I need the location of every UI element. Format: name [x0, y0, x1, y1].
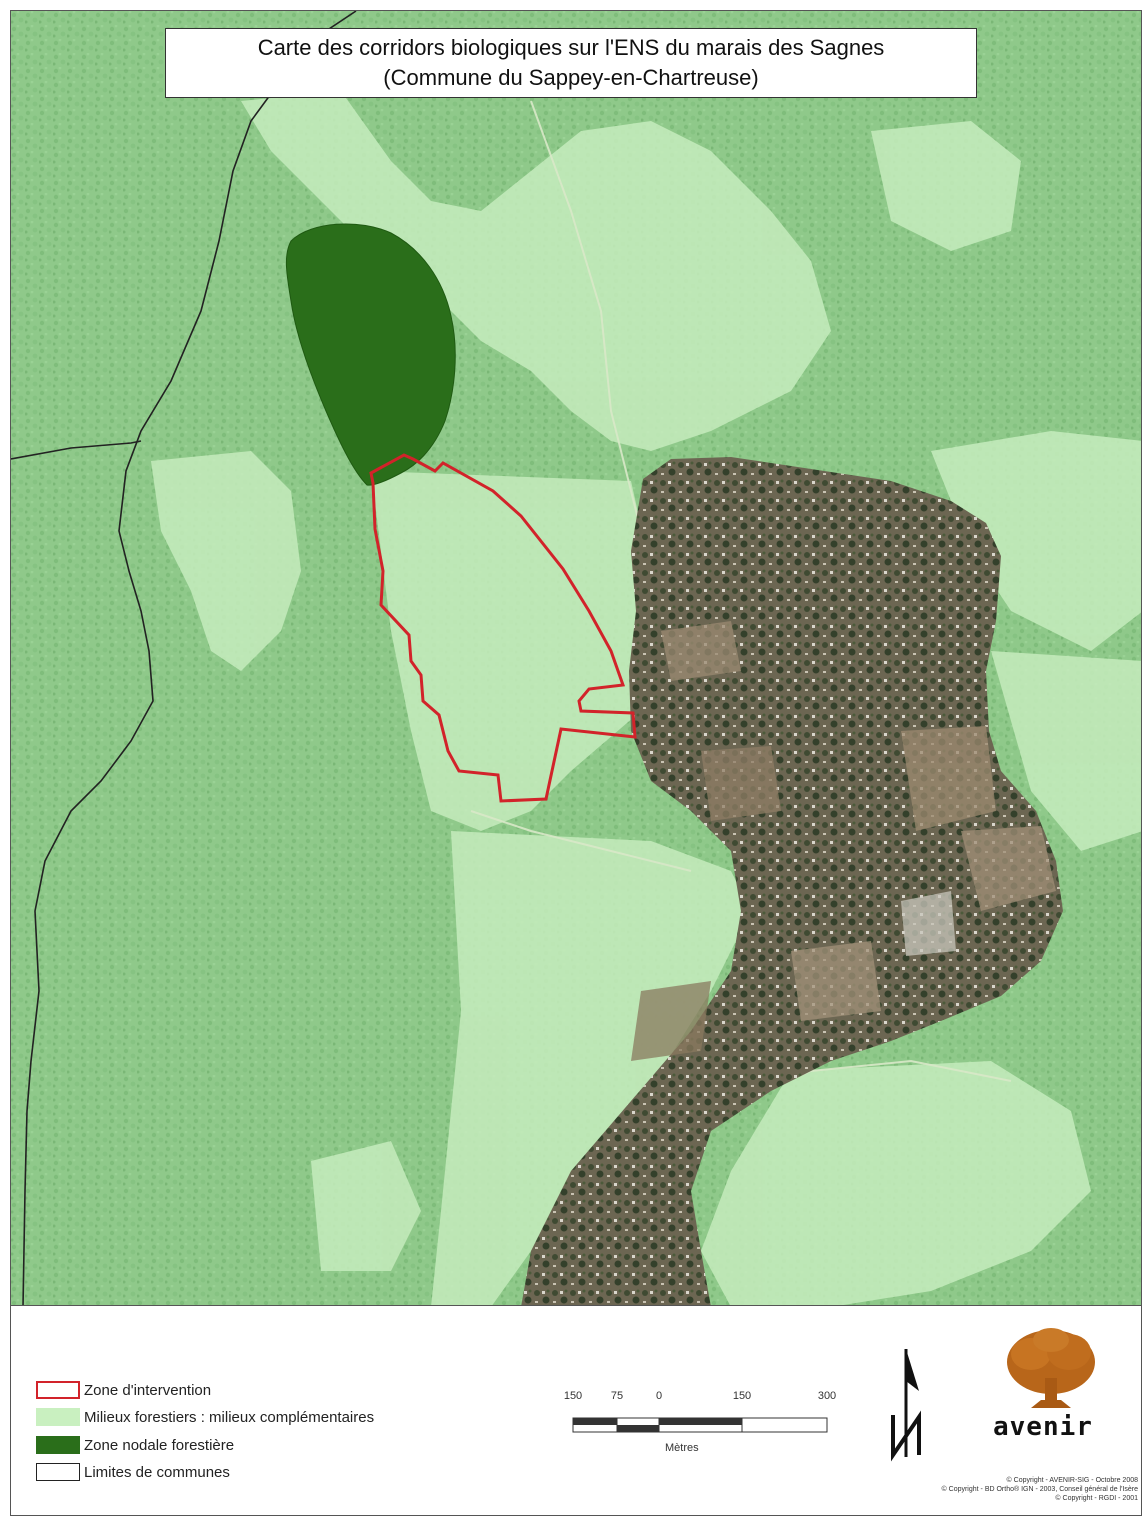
logo-wordmark: avenir	[993, 1412, 1093, 1442]
legend-item-milieux-complementaires: Milieux forestiers : milieux complémenta…	[36, 1406, 374, 1428]
copyright-block: © Copyright - AVENIR-SIG - Octobre 2008 …	[942, 1476, 1138, 1503]
legend-item-zone-nodale: Zone nodale forestière	[36, 1434, 234, 1456]
legend-label: Zone nodale forestière	[84, 1436, 235, 1454]
village-fields	[631, 621, 1056, 1061]
scale-bar: 150 75 0 150 300 Mètres	[555, 1390, 845, 1470]
scale-unit: Mètres	[665, 1442, 699, 1454]
map-svg	[11, 11, 1141, 1305]
village-area	[521, 457, 1063, 1305]
milieux-complementaires-areas	[151, 91, 1141, 1305]
legend-swatch-limites-communes	[36, 1463, 80, 1481]
legend-swatch-zone-intervention	[36, 1381, 80, 1399]
map-title: Carte des corridors biologiques sur l'EN…	[165, 28, 977, 98]
legend-item-limites-communes: Limites de communes	[36, 1461, 230, 1483]
legend-item-zone-intervention: Zone d'intervention	[36, 1379, 211, 1401]
scale-tick-label: 150	[563, 1390, 583, 1402]
zone-nodale-forestiere	[285, 223, 456, 486]
tree-logo-icon	[1007, 1328, 1095, 1408]
copyright-line: © Copyright - RGDI - 2001	[1055, 1495, 1138, 1502]
map-canvas[interactable]	[10, 10, 1142, 1306]
map-title-line2: (Commune du Sappey-en-Chartreuse)	[383, 65, 759, 90]
legend-swatch-zone-nodale	[36, 1436, 80, 1454]
scale-tick-label: 75	[610, 1390, 624, 1402]
legend-label: Zone d'intervention	[84, 1381, 212, 1399]
legend-panel	[10, 1306, 1142, 1516]
scale-tick-label: 0	[655, 1390, 663, 1402]
copyright-line: © Copyright - BD Ortho® IGN - 2003, Cons…	[941, 1486, 1138, 1493]
legend-swatch-milieux-complementaires	[36, 1408, 80, 1426]
zone-intervention	[369, 453, 637, 803]
scale-tick-label: 300	[817, 1390, 837, 1402]
copyright-line: © Copyright - AVENIR-SIG - Octobre 2008	[1006, 1477, 1138, 1484]
scale-bar-graphic	[572, 1417, 828, 1433]
avenir-logo: avenir	[993, 1326, 1113, 1466]
legend-label: Milieux forestiers : milieux complémenta…	[84, 1408, 375, 1426]
scale-tick-label: 150	[732, 1390, 752, 1402]
legend-label: Limites de communes	[84, 1463, 230, 1481]
commune-limits	[11, 11, 357, 1305]
north-arrow-icon	[885, 1345, 927, 1465]
map-title-line1: Carte des corridors biologiques sur l'EN…	[257, 35, 885, 60]
